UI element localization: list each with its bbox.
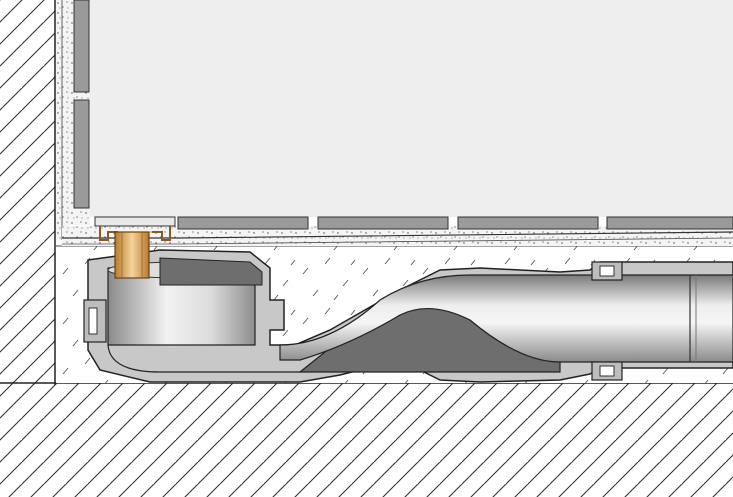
- pipe-coupling: [591, 261, 623, 381]
- wall-structure: [0, 0, 56, 385]
- floor-tile-3: [457, 216, 599, 230]
- drain-neck: [114, 231, 150, 279]
- floor-slab: [0, 382, 733, 497]
- wall-tile-lower: [73, 99, 90, 209]
- wall-tile-upper: [73, 0, 90, 93]
- floor-adhesive-layer: [62, 226, 733, 246]
- outlet-pipe: [279, 274, 733, 363]
- floor-tiles: [177, 216, 733, 230]
- drain-grate: [94, 216, 176, 241]
- room-interior: [90, 0, 733, 217]
- floor-tile-2: [317, 216, 449, 230]
- wall-tile-assembly: [56, 0, 90, 240]
- drain-clamp-left: [83, 299, 107, 343]
- floor-tile-1: [177, 216, 309, 230]
- floor-tile-4: [606, 216, 733, 230]
